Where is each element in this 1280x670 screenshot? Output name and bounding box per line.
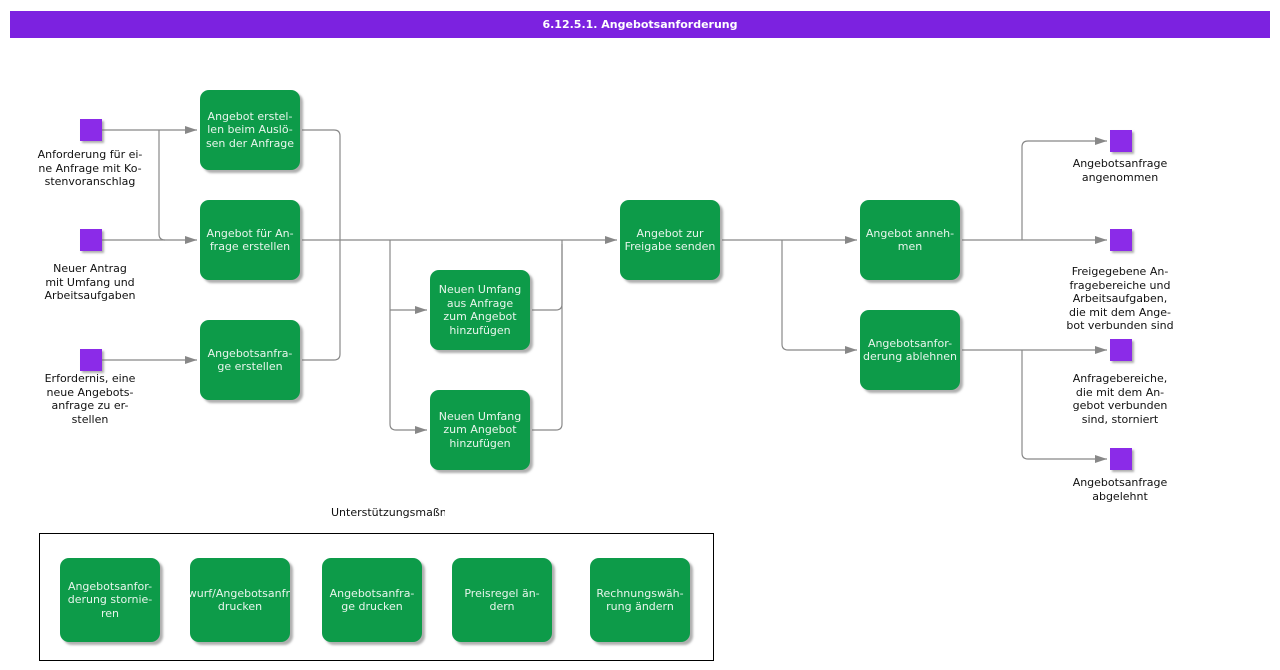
end-event-areas-cancelled[interactable] [1110, 339, 1132, 361]
end-event-quote-accepted[interactable] [1110, 130, 1132, 152]
start-event-label-3: Erfordernis, eine neue Angebots- anfrage… [44, 372, 136, 426]
start-event-label-1: Anforderung für ei- ne Anfrage mit Ko- s… [37, 148, 143, 188]
end-event-label-3: Anfragebereiche, die mit dem An- gebot v… [1072, 372, 1168, 426]
task-accept-quote[interactable]: Angebot anneh- men [860, 200, 960, 280]
task-send-quote-for-approval[interactable]: Angebot zur Freigabe senden [620, 200, 720, 280]
support-panel [39, 533, 714, 661]
end-event-quote-rejected[interactable] [1110, 448, 1132, 470]
page-title: 6.12.5.1. Angebotsanforderung [542, 18, 738, 31]
end-event-released-areas[interactable] [1110, 229, 1132, 251]
start-event-new-request[interactable] [80, 229, 102, 251]
task-change-invoice-currency[interactable]: Rechnungswäh- rung ändern [590, 558, 690, 642]
start-event-cost-estimate[interactable] [80, 119, 102, 141]
end-event-label-2: Freigegebene An- fragebereiche und Arbei… [1066, 265, 1174, 332]
task-cancel-quote-request[interactable]: Angebotsanfor- derung stornie- ren [60, 558, 160, 642]
wire-b7-to-e1 [1021, 137, 1107, 240]
start-event-new-quote-request[interactable] [80, 349, 102, 371]
end-event-label-4: Angebotsanfrage abgelehnt [1072, 476, 1168, 503]
task-add-scope-to-quote[interactable]: Neuen Umfang zum Angebot hinzufügen [430, 390, 530, 470]
task-add-scope-from-request[interactable]: Neuen Umfang aus Anfrage zum Angebot hin… [430, 270, 530, 350]
task-create-quote-request[interactable]: Angebotsanfra- ge erstellen [200, 320, 300, 400]
wire-b3-to-trunk [302, 240, 341, 361]
wire-b6-to-b8 [781, 240, 857, 354]
task-change-price-rule[interactable]: Preisregel än- dern [452, 558, 552, 642]
end-event-label-1: Angebotsanfrage angenommen [1072, 157, 1168, 184]
wire-left-junction [158, 130, 166, 241]
task-create-quote-for-request[interactable]: Angebot für An- frage erstellen [200, 200, 300, 280]
task-reject-quote-request[interactable]: Angebotsanfor- derung ablehnen [860, 310, 960, 390]
task-create-quote-on-trigger[interactable]: Angebot erstel- len beim Auslö- sen der … [200, 90, 300, 170]
wire-b4-to-trunk [532, 240, 563, 311]
wire-b1-to-trunk [302, 129, 341, 240]
wire-b5-to-trunk [532, 244, 563, 431]
start-event-label-2: Neuer Antrag mit Umfang und Arbeitsaufga… [44, 262, 136, 302]
support-panel-title: Unterstützungsmaßnahmen [331, 506, 445, 519]
task-print-quote-request[interactable]: Angebotsanfra- ge drucken [322, 558, 422, 642]
wire-trunk-to-b5 [389, 240, 427, 434]
task-print-draft-quote-request[interactable]: Entwurf/Angebotsanfrage drucken [190, 558, 290, 642]
title-banner: 6.12.5.1. Angebotsanforderung [10, 11, 1270, 38]
